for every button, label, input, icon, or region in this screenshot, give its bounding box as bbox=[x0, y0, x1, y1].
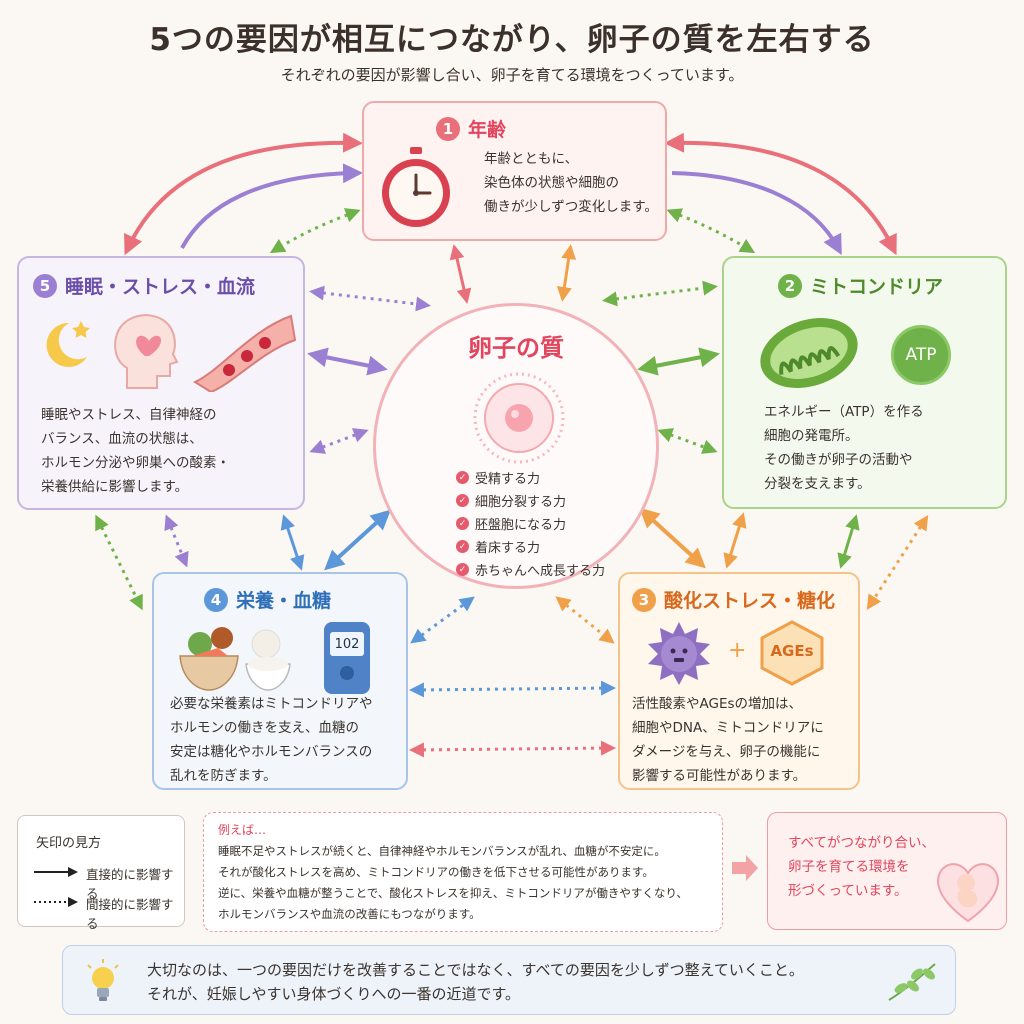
check-icon: ✓ bbox=[456, 517, 469, 530]
factor-age-description: 年齢とともに、 染色体の状態や細胞の 働きが少しずつ変化します。 bbox=[484, 151, 658, 215]
check-icon: ✓ bbox=[456, 540, 469, 553]
glucose-meter-icon: 102 bbox=[324, 622, 370, 694]
arrow-legend: 矢印の見方 直接的に影響する 間接的に影響する bbox=[17, 815, 185, 931]
list-item: ✓受精する力 bbox=[456, 466, 605, 489]
lightbulb-icon bbox=[87, 959, 119, 1001]
free-radical-icon bbox=[648, 622, 710, 685]
food-bowl-icon bbox=[179, 627, 291, 691]
atp-badge: ATP bbox=[891, 325, 951, 385]
factor-oxidation-box: 3 酸化ストレス・糖化 + AGEs 活性酸素やAGEsの増加は、 細胞やDNA… bbox=[618, 572, 860, 790]
legend-direct: 直接的に影響する bbox=[86, 867, 174, 901]
check-icon: ✓ bbox=[456, 471, 469, 484]
summary-text: すべてがつながり合い、 卵子を育てる環境を 形づくっています。 bbox=[788, 835, 936, 899]
egg-cell-icon bbox=[473, 372, 565, 464]
factor-oxidation-title: 酸化ストレス・糖化 bbox=[664, 590, 836, 612]
example-box: 例えば… 睡眠不足やストレスが続くと、自律神経やホルモンバランスが乱れ、血糖が不… bbox=[203, 812, 723, 932]
list-item: ✓胚盤胞になる力 bbox=[456, 512, 605, 535]
egg-quality-list: ✓受精する力 ✓細胞分裂する力 ✓胚盤胞になる力 ✓着床する力 ✓赤ちゃんへ成長… bbox=[456, 466, 605, 581]
bottom-text: 大切なのは、一つの要因だけを改善することではなく、すべての要因を少しずつ整えてい… bbox=[147, 961, 804, 1003]
clock-icon bbox=[382, 147, 450, 227]
check-icon: ✓ bbox=[456, 563, 469, 576]
list-item: ✓赤ちゃんへ成長する力 bbox=[456, 558, 605, 581]
factor-mito-description: エネルギー（ATP）を作る 細胞の発電所。 その働きが卵子の活動や 分裂を支えま… bbox=[764, 404, 924, 492]
legend-title: 矢印の見方 bbox=[36, 836, 102, 851]
factor-age-box: 1 年齢 年齢とともに、 染色体の状態や細胞の 働きが少しずつ変化します。 bbox=[362, 101, 667, 241]
list-item: ✓細胞分裂する力 bbox=[456, 489, 605, 512]
blood-vessel-icon bbox=[192, 314, 297, 392]
summary-box: すべてがつながり合い、 卵子を育てる環境を 形づくっています。 bbox=[767, 812, 1007, 930]
page-title: 5つの要因が相互につながり、卵子の質を左右する bbox=[149, 22, 875, 58]
factor-age-title: 年齢 bbox=[468, 119, 507, 141]
factor-nutrition-header: 4 栄養・血糖 bbox=[204, 586, 331, 613]
factor-nutrition-description: 必要な栄養素はミトコンドリアや ホルモンの働きを支え、血糖の 安定は糖化やホルモ… bbox=[170, 696, 373, 784]
factor-oxidation-header: 3 酸化ストレス・糖化 bbox=[632, 586, 835, 613]
factor-mito-header: 2 ミトコンドリア bbox=[778, 272, 943, 299]
solid-arrow-icon bbox=[34, 867, 78, 877]
factor-mito-box: 2 ミトコンドリア ATP エネルギー（ATP）を作る 細胞の発電所。 その働き… bbox=[722, 256, 1007, 509]
factor-mito-number: 2 bbox=[778, 273, 802, 298]
factor-mito-title: ミトコンドリア bbox=[810, 276, 944, 298]
example-heading: 例えば… bbox=[218, 823, 267, 837]
arrow-right-icon bbox=[732, 855, 758, 881]
factor-sleep-number: 5 bbox=[33, 273, 57, 298]
example-text: 睡眠不足やストレスが続くと、自律神経やホルモンバランスが乱れ、血糖が不安定に。 … bbox=[218, 844, 688, 921]
check-icon: ✓ bbox=[456, 494, 469, 507]
page-subtitle: それぞれの要因が影響し合い、卵子を育てる環境をつくっています。 bbox=[280, 66, 744, 84]
ages-label: AGEs bbox=[770, 642, 814, 660]
factor-sleep-box: 5 睡眠・ストレス・血流 睡眠やストレス、自律神経の バランス、血流の状態は、 … bbox=[17, 256, 305, 510]
bottom-message: 大切なのは、一つの要因だけを改善することではなく、すべての要因を少しずつ整えてい… bbox=[62, 945, 956, 1015]
list-item: ✓着床する力 bbox=[456, 535, 605, 558]
ages-hexagon-icon bbox=[760, 620, 824, 686]
factor-oxidation-number: 3 bbox=[632, 587, 656, 612]
factor-sleep-header: 5 睡眠・ストレス・血流 bbox=[33, 272, 255, 299]
dotted-arrow-icon bbox=[34, 897, 78, 907]
leaf-sprig-icon bbox=[888, 963, 936, 1001]
legend-indirect: 間接的に影響する bbox=[86, 897, 174, 931]
head-heart-icon bbox=[114, 314, 179, 389]
mitochondria-icon bbox=[760, 318, 858, 388]
factor-nutrition-box: 4 栄養・血糖 102 必要な栄養素はミトコンドリアや ホルモンの働きを支え、血… bbox=[152, 572, 408, 790]
factor-oxidation-description: 活性酸素やAGEsの増加は、 細胞やDNA、ミトコンドリアに ダメージを与え、卵… bbox=[632, 696, 824, 784]
factor-age-number: 1 bbox=[436, 116, 460, 141]
baby-heart-icon bbox=[937, 863, 999, 923]
factor-nutrition-number: 4 bbox=[204, 587, 228, 612]
egg-quality-center: 卵子の質 ✓受精する力 ✓細胞分裂する力 ✓胚盤胞になる力 ✓着床する力 ✓赤ち… bbox=[373, 303, 659, 589]
factor-sleep-title: 睡眠・ストレス・血流 bbox=[65, 276, 256, 298]
factor-sleep-description: 睡眠やストレス、自律神経の バランス、血流の状態は、 ホルモン分泌や卵巣への酸素… bbox=[41, 407, 230, 495]
plus-sign: + bbox=[728, 638, 747, 663]
factor-age-header: 1 年齢 bbox=[436, 115, 506, 142]
factor-nutrition-title: 栄養・血糖 bbox=[236, 590, 332, 612]
glucose-reading: 102 bbox=[330, 632, 364, 656]
center-title: 卵子の質 bbox=[468, 334, 564, 362]
moon-star-icon bbox=[46, 321, 90, 367]
